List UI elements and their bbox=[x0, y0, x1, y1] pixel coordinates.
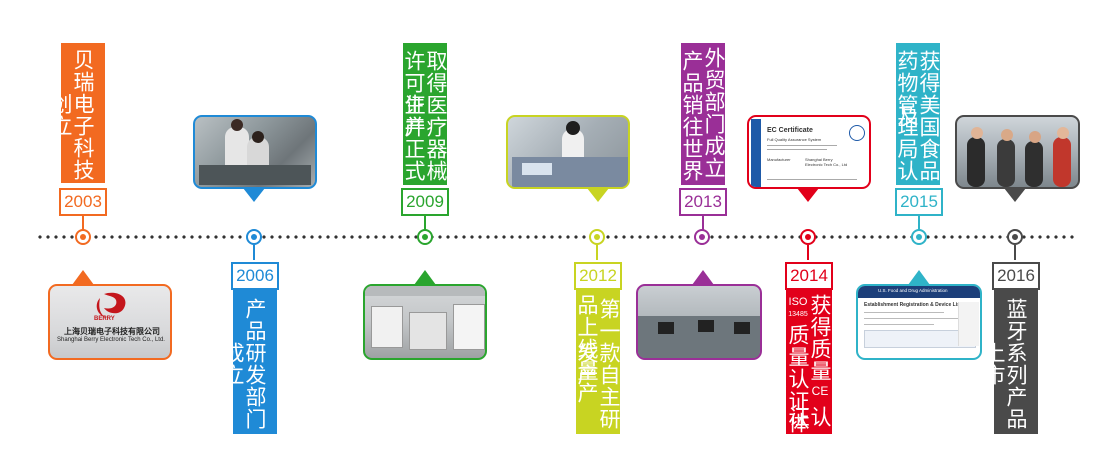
photo-company-sign: BERRY 上海贝瑞电子科技有限公司 Shanghai Berry Electr… bbox=[48, 284, 172, 360]
connector-2014-bottom bbox=[807, 245, 809, 260]
photo-production-line bbox=[363, 284, 487, 360]
photo-rd-team bbox=[193, 115, 317, 189]
pointer-2003 bbox=[72, 270, 94, 285]
company-name-cn: 上海贝瑞电子科技有限公司 bbox=[60, 326, 164, 337]
photo-fda-listing: U.S. Food and Drug Administration Establ… bbox=[856, 284, 982, 360]
photo-office bbox=[636, 284, 762, 360]
connector-2003 bbox=[82, 216, 84, 230]
pointer-2016 bbox=[1004, 188, 1026, 202]
timeline-node-2009[interactable] bbox=[417, 229, 433, 245]
year-2013: 2013 bbox=[679, 188, 727, 216]
year-2003: 2003 bbox=[59, 188, 107, 216]
company-logo-text: BERRY bbox=[94, 316, 115, 322]
company-logo-icon bbox=[50, 286, 170, 358]
ce-label: CE bbox=[809, 384, 831, 398]
timeline-node-2006[interactable] bbox=[246, 229, 262, 245]
timeline-node-2012[interactable] bbox=[589, 229, 605, 245]
pointer-2006 bbox=[243, 188, 265, 202]
photo-exhibition bbox=[955, 115, 1080, 189]
pointer-2012 bbox=[587, 188, 609, 202]
year-2006: 2006 bbox=[231, 262, 279, 290]
fda-header-text: U.S. Food and Drug Administration bbox=[878, 288, 948, 293]
pointer-2014 bbox=[797, 188, 819, 202]
event-2012-label: 品上线量产 第一款自主研发产 bbox=[576, 290, 620, 434]
pointer-2009 bbox=[414, 270, 436, 285]
event-2009-label: 许可证并正式投产 取得医疗器械生产 bbox=[403, 43, 447, 185]
company-name-en: Shanghai Berry Electronic Tech Co., Ltd. bbox=[56, 337, 166, 343]
iso-number: 13485 bbox=[786, 310, 810, 320]
fda-title: Establishment Registration & Device List… bbox=[864, 302, 969, 308]
connector-2009 bbox=[424, 216, 426, 230]
connector-2012-bottom bbox=[596, 245, 598, 260]
connector-2006-bottom bbox=[253, 245, 255, 260]
cert-manufacturer-label: Manufacturer bbox=[767, 157, 791, 162]
pointer-2013 bbox=[692, 270, 714, 285]
event-2016-label: 蓝牙系列产品上市 bbox=[994, 290, 1038, 434]
connector-2013 bbox=[702, 216, 704, 230]
timeline-node-2015[interactable] bbox=[911, 229, 927, 245]
event-2003-label: 贝瑞电子科技创立 bbox=[61, 43, 105, 183]
photo-ce-certificate: EC Certificate Full Quality Assurance Sy… bbox=[747, 115, 871, 189]
timeline-node-2014[interactable] bbox=[800, 229, 816, 245]
timeline-node-2013[interactable] bbox=[694, 229, 710, 245]
photo-assembly bbox=[506, 115, 630, 189]
timeline-node-2016[interactable] bbox=[1007, 229, 1023, 245]
year-2016: 2016 bbox=[992, 262, 1040, 290]
pointer-2015 bbox=[908, 270, 930, 285]
event-2013-label: 产品销往世界各地 外贸部门成立 bbox=[681, 43, 725, 185]
event-2015-label: 药物管理局认证 获得美国食品及 bbox=[896, 43, 940, 185]
timeline-node-2003[interactable] bbox=[75, 229, 91, 245]
cert-title: EC Certificate bbox=[767, 127, 813, 134]
connector-2016-bottom bbox=[1014, 245, 1016, 260]
iso-label: ISO bbox=[787, 296, 809, 308]
year-2012: 2012 bbox=[574, 262, 622, 290]
year-2014: 2014 bbox=[785, 262, 833, 290]
connector-2015 bbox=[918, 216, 920, 230]
cert-manufacturer-name2: Electronic Tech Co., Ltd bbox=[805, 162, 847, 167]
event-2014-label: ISO 13485 质量认证体系 获得质量 CE 认证 bbox=[786, 290, 832, 434]
year-2015: 2015 bbox=[895, 188, 943, 216]
event-2006-label: 产品研发部门成立 bbox=[233, 290, 277, 434]
cert-subtitle: Full Quality Assurance System bbox=[767, 137, 821, 142]
year-2009: 2009 bbox=[401, 188, 449, 216]
